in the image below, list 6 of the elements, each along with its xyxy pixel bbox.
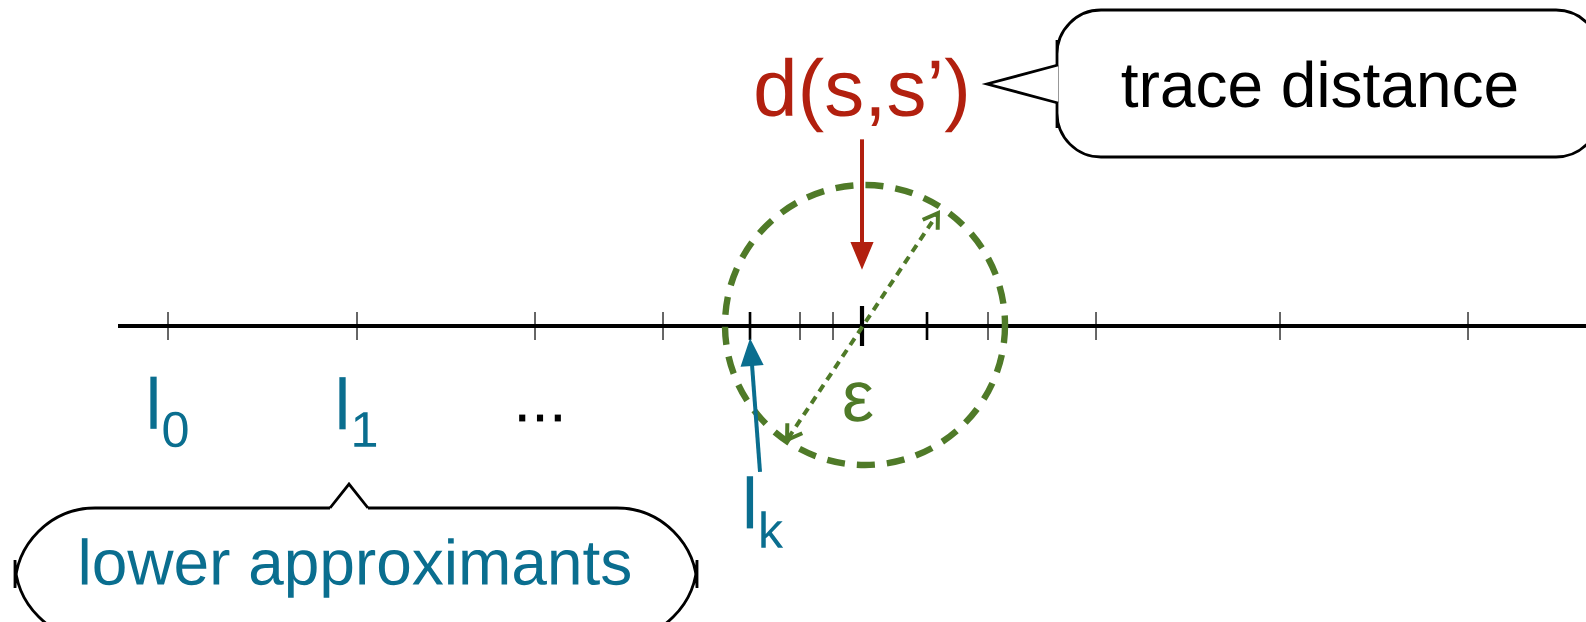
epsilon-label: ε <box>844 382 873 422</box>
callout-bubble: trace distance <box>981 8 1586 159</box>
callout-bubble: lower approximants <box>13 481 699 622</box>
approximant-label: l$_{k}$ <box>746 476 784 548</box>
ellipsis: ... <box>519 414 561 422</box>
distance-label: d(s,s’) <box>756 57 966 133</box>
